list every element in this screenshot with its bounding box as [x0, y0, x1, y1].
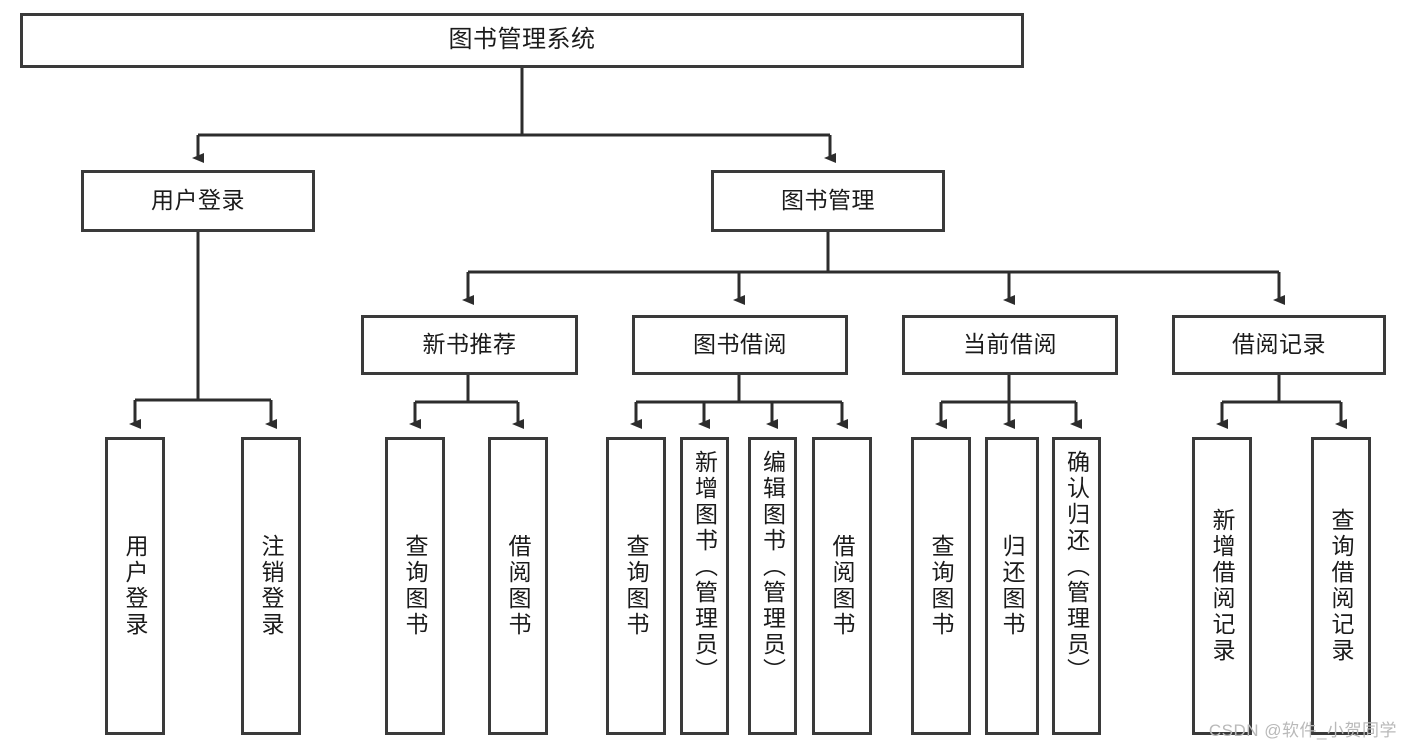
watermark-text: CSDN @软件_小贺同学: [1208, 721, 1397, 740]
node-leaf-borrow-book-recommend[interactable]: 借阅图书: [488, 437, 548, 735]
node-leaf-logout[interactable]: 注销登录: [241, 437, 301, 735]
node-root-book-management-system[interactable]: 图书管理系统: [20, 13, 1024, 68]
node-label: 用户登录: [151, 187, 245, 214]
node-user-login[interactable]: 用户登录: [81, 170, 315, 232]
node-label: 查询图书: [402, 534, 429, 638]
node-book-borrow[interactable]: 图书借阅: [632, 315, 848, 375]
node-label: 借阅图书: [505, 534, 532, 638]
node-leaf-confirm-return-admin[interactable]: 确认归还（管理员）: [1052, 437, 1101, 735]
node-leaf-user-login[interactable]: 用户登录: [105, 437, 165, 735]
node-leaf-edit-book-admin[interactable]: 编辑图书（管理员）: [748, 437, 797, 735]
node-label: 图书管理: [781, 187, 875, 214]
node-label: 新增图书（管理员）: [691, 450, 718, 684]
node-label: 图书管理系统: [448, 26, 596, 54]
node-label: 新书推荐: [422, 331, 517, 358]
node-label: 查询图书: [928, 534, 955, 638]
node-leaf-query-borrow-record[interactable]: 查询借阅记录: [1311, 437, 1371, 735]
node-label: 编辑图书（管理员）: [759, 450, 786, 684]
node-label: 图书借阅: [693, 331, 787, 358]
node-leaf-query-book-recommend[interactable]: 查询图书: [385, 437, 445, 735]
node-label: 借阅记录: [1232, 331, 1326, 358]
node-leaf-return-book[interactable]: 归还图书: [985, 437, 1039, 735]
node-book-management[interactable]: 图书管理: [711, 170, 945, 232]
node-leaf-borrow-book[interactable]: 借阅图书: [812, 437, 872, 735]
node-label: 新增借阅记录: [1209, 508, 1236, 664]
node-label: 借阅图书: [829, 534, 856, 638]
node-label: 查询借阅记录: [1328, 508, 1355, 664]
node-leaf-add-book-admin[interactable]: 新增图书（管理员）: [680, 437, 729, 735]
node-label: 归还图书: [999, 534, 1026, 638]
node-borrow-record[interactable]: 借阅记录: [1172, 315, 1386, 375]
node-label: 当前借阅: [963, 331, 1057, 358]
node-leaf-query-book-borrow[interactable]: 查询图书: [606, 437, 666, 735]
node-new-book-recommend[interactable]: 新书推荐: [361, 315, 578, 375]
node-current-borrow[interactable]: 当前借阅: [902, 315, 1118, 375]
node-leaf-query-book-current[interactable]: 查询图书: [911, 437, 971, 735]
node-leaf-add-borrow-record[interactable]: 新增借阅记录: [1192, 437, 1252, 735]
node-label: 确认归还（管理员）: [1063, 450, 1090, 684]
node-label: 用户登录: [122, 534, 149, 638]
node-label: 注销登录: [258, 534, 285, 638]
node-label: 查询图书: [623, 534, 650, 638]
